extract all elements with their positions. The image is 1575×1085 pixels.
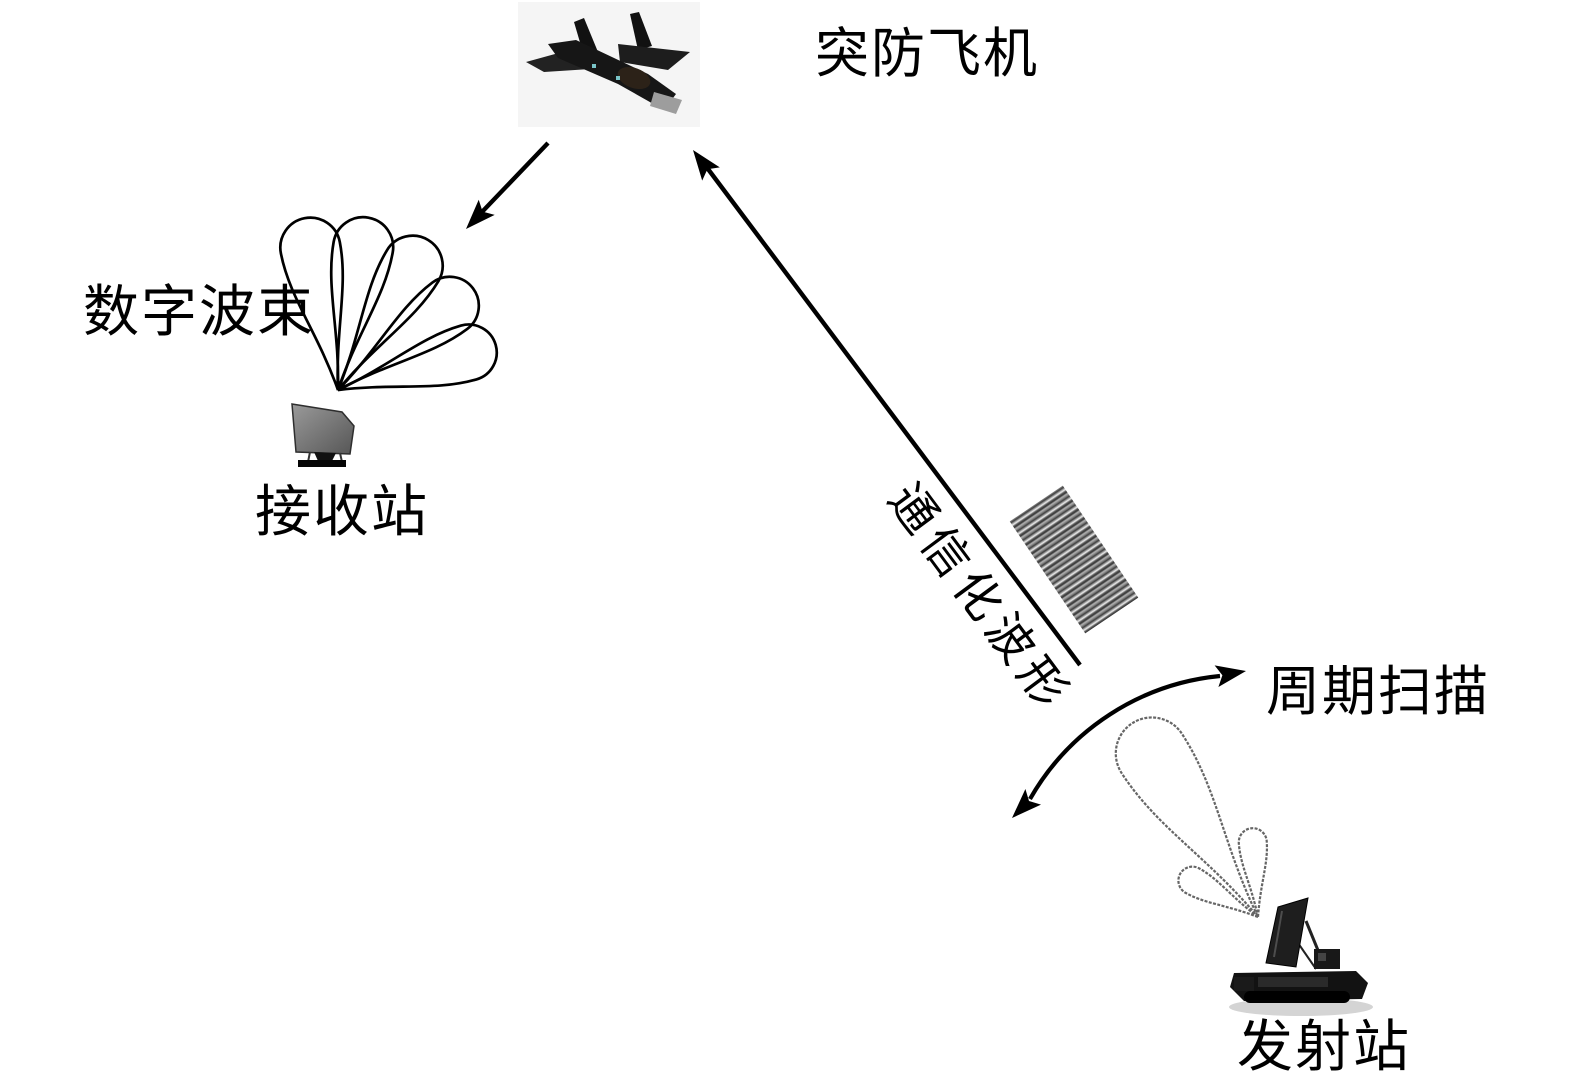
receive-station-label: 接收站 — [255, 482, 429, 544]
transmit-station-label: 发射站 — [1237, 1017, 1411, 1079]
digital-beam-fan-icon — [279, 215, 499, 392]
aircraft-to-receiver-arrow — [466, 141, 550, 229]
periodic-scan-label: 周期扫描 — [1266, 662, 1490, 722]
transmit-station-icon — [1229, 897, 1373, 1016]
receive-antenna-icon — [291, 403, 355, 467]
digital-beam-label: 数字波束 — [83, 282, 315, 344]
transmit-to-aircraft-arrow — [693, 150, 1082, 667]
aircraft-icon — [518, 2, 700, 127]
aircraft-label: 突防飞机 — [815, 24, 1039, 84]
periodic-scan-arrow — [1012, 665, 1246, 818]
transmit-beam-lobes-icon — [1114, 716, 1269, 919]
